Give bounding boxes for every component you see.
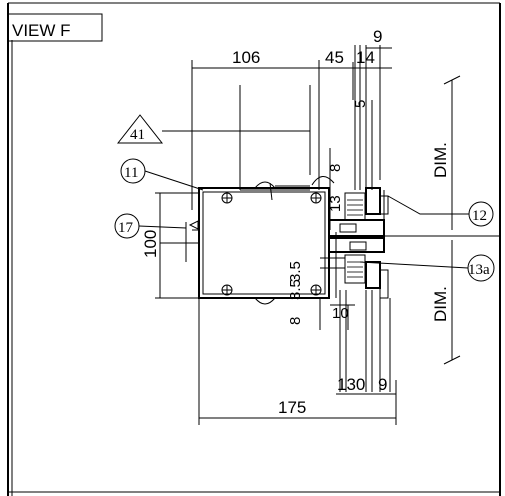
callout-13a-label: 13a (468, 262, 490, 278)
dim-9-top: 9 (373, 27, 382, 46)
upper-glazing (354, 45, 381, 190)
left-dimension: 100 (141, 192, 199, 299)
top-dimension: 106 45 9 14 (191, 27, 392, 210)
upper-gaskets (344, 187, 389, 221)
anchor-bracket (160, 220, 200, 262)
small-dims: 5 8 13 3.5 3.5 8 10 (287, 100, 369, 330)
dim-3-5-a: 3.5 (287, 261, 304, 282)
view-title: VIEW F (12, 21, 71, 40)
dim-175: 175 (278, 398, 306, 417)
callout-12: 12 (387, 195, 494, 227)
callout-41-label: 41 (130, 127, 145, 143)
dim-label-upper: DIM. (431, 142, 450, 178)
dim-8-lower: 8 (287, 317, 304, 325)
dim-14: 14 (356, 48, 375, 67)
transom-connector (328, 190, 500, 298)
dim-106: 106 (232, 48, 260, 67)
mullion-profile (198, 176, 335, 305)
dim-9-bottom: 9 (378, 375, 387, 394)
dim-130: 130 (337, 375, 365, 394)
callout-17-label: 17 (118, 220, 134, 236)
right-dims: DIM. DIM. (431, 75, 461, 365)
callout-17: 17 (114, 213, 187, 239)
dim-label-lower: DIM. (431, 286, 450, 322)
lower-gaskets (344, 254, 389, 299)
callout-11-label: 11 (124, 165, 138, 181)
bottom-dimension: 130 9 175 (198, 298, 397, 425)
dim-10: 10 (332, 305, 349, 322)
callout-41: 41 (116, 114, 310, 144)
beam-section (239, 85, 311, 191)
lower-glazing (339, 290, 391, 392)
callout-12-label: 12 (472, 208, 487, 224)
view-title-box: VIEW F (7, 13, 103, 42)
dim-13: 13 (327, 195, 344, 212)
callout-11: 11 (120, 158, 204, 191)
callout-13a: 13a (359, 254, 495, 282)
dim-45: 45 (325, 48, 344, 67)
dim-8-upper: 8 (327, 164, 344, 172)
dim-5: 5 (352, 100, 369, 108)
dim-3-5-b: 3.5 (287, 279, 304, 300)
dim-100: 100 (141, 230, 160, 258)
